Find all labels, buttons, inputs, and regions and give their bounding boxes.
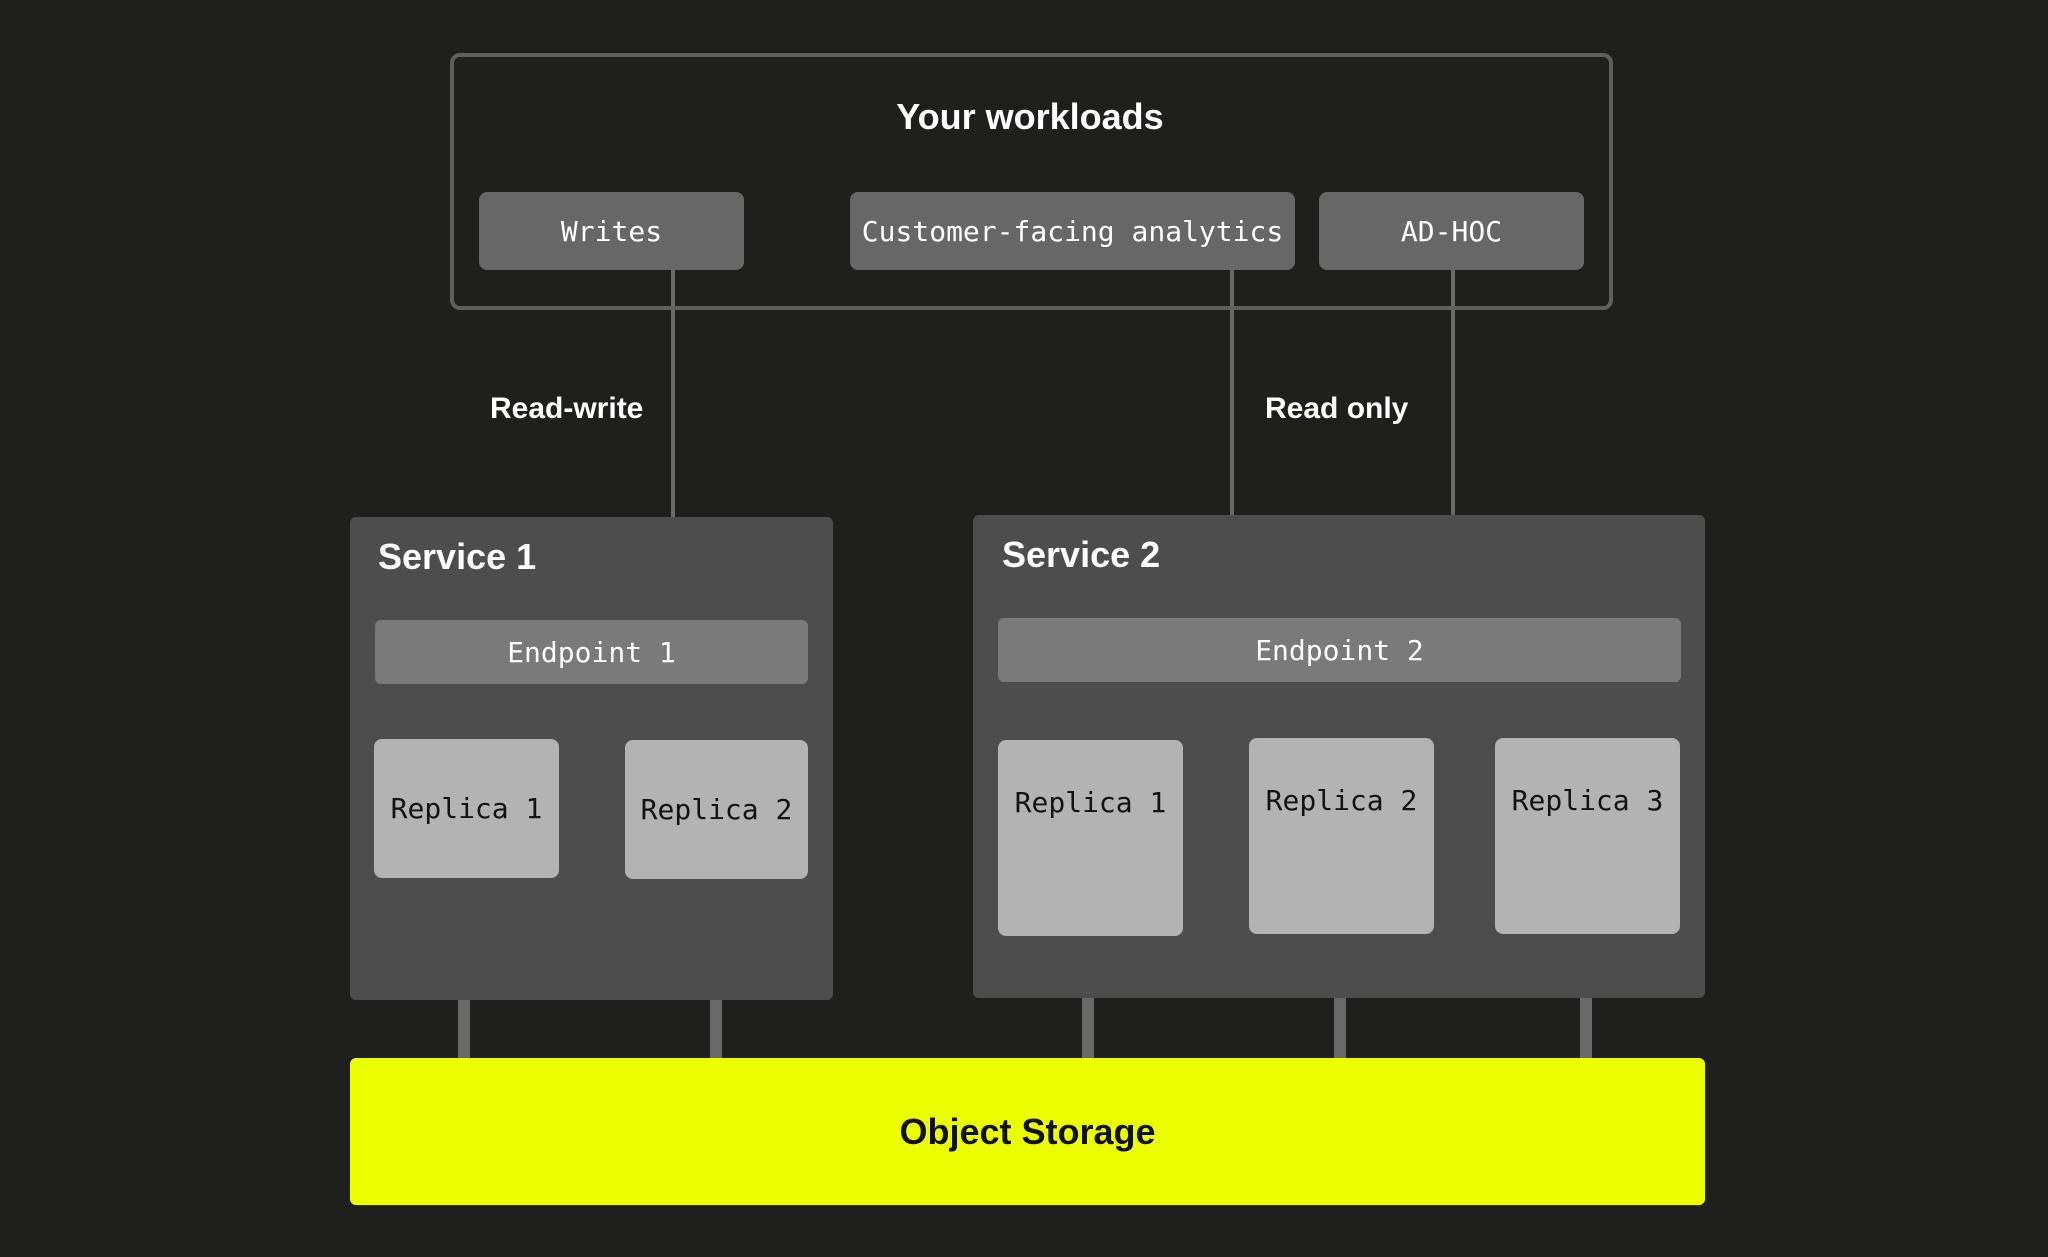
workload-writes[interactable]: Writes (479, 192, 744, 270)
service-2-endpoint[interactable]: Endpoint 2 (998, 618, 1681, 682)
object-storage[interactable]: Object Storage (350, 1058, 1705, 1205)
read-only-label: Read only (1265, 392, 1409, 425)
service-1-endpoint[interactable]: Endpoint 1 (375, 620, 808, 684)
workload-customer-facing-analytics[interactable]: Customer-facing analytics (850, 192, 1295, 270)
workload-ad-hoc[interactable]: AD-HOC (1319, 192, 1584, 270)
service-2-replica-3[interactable]: Replica 3 (1495, 738, 1680, 934)
read-write-label: Read-write (490, 392, 644, 425)
service-2-title: Service 2 (1002, 534, 1161, 575)
service-1-replica-2[interactable]: Replica 2 (625, 740, 808, 879)
service-2-replica-1[interactable]: Replica 1 (998, 740, 1183, 936)
service-1-title: Service 1 (378, 536, 537, 577)
workloads-title: Your workloads (896, 96, 1164, 137)
service-2-replica-2[interactable]: Replica 2 (1249, 738, 1434, 934)
workloads-frame (450, 53, 1613, 310)
service-1-replica-1[interactable]: Replica 1 (374, 739, 559, 878)
